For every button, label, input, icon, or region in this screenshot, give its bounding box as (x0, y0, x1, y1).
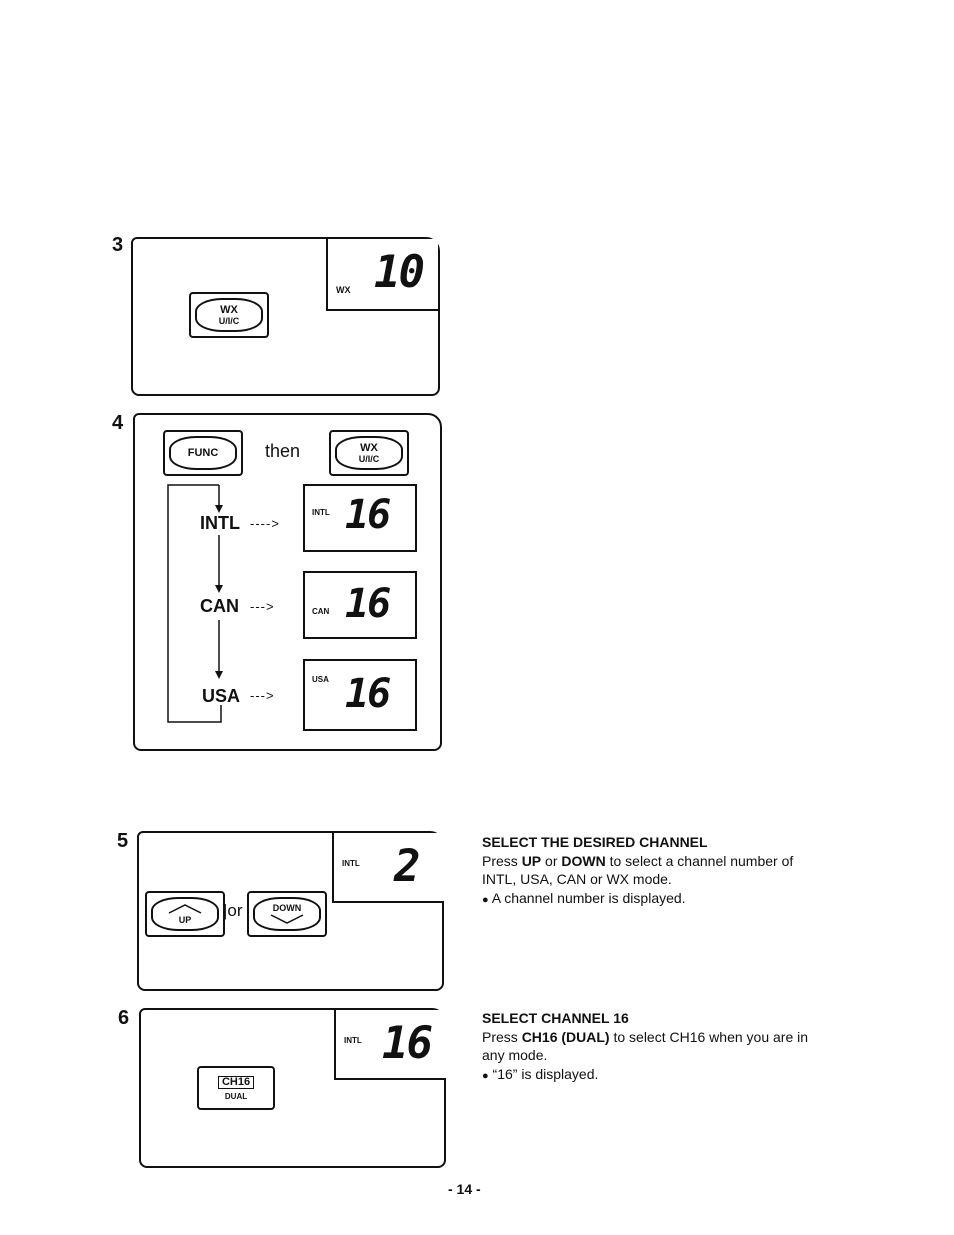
display-mode-label: WX (336, 285, 351, 295)
func-key-label: FUNC (187, 446, 219, 459)
step-5-number: 5 (117, 830, 129, 852)
down-button[interactable]: DOWN (247, 891, 327, 937)
step-5-instructions: SELECT THE DESIRED CHANNEL Press UP or D… (482, 833, 802, 909)
step-6-panel: INTL 16 CH16 DUAL (139, 1008, 446, 1168)
step-4-number: 4 (112, 412, 124, 434)
up-button[interactable]: UP (145, 891, 225, 937)
arrow-head-2 (215, 585, 223, 593)
flow-arrow-usa: ---> (250, 688, 275, 703)
arrow-head-3 (215, 671, 223, 679)
uic-key-label: U/I/C (358, 453, 380, 464)
chevron-up-icon (168, 904, 202, 914)
step-6-instructions: SELECT CHANNEL 16 Press CH16 (DUAL) to s… (482, 1009, 812, 1085)
section-heading: SELECT THE DESIRED CHANNEL (482, 834, 708, 850)
channel-digits: 16 (345, 671, 391, 717)
section-body: Press UP or DOWN to select a channel num… (482, 852, 794, 888)
bullet-icon: ● (482, 1069, 489, 1082)
func-button[interactable]: FUNC (163, 430, 243, 476)
then-label: then (265, 441, 301, 461)
loop-line (167, 484, 222, 723)
display-mode-label: CAN (312, 607, 330, 616)
wx-uic-button[interactable]: WX U/I/C (189, 292, 269, 338)
flow-label-usa: USA (202, 686, 241, 706)
section-heading: SELECT CHANNEL 16 (482, 1010, 629, 1026)
step-6-display: INTL 16 (334, 1010, 446, 1080)
channel-digits: 16 (345, 581, 391, 627)
wx-uic-button[interactable]: WX U/I/C (329, 430, 409, 476)
wx-key-label: WX (220, 303, 238, 316)
channel-digits: 16 (382, 1018, 433, 1069)
bullet-icon: ● (482, 893, 489, 906)
flow-arrow-intl: ----> (250, 516, 280, 531)
or-text: or (227, 901, 243, 920)
flow-arrow-can: ---> (250, 599, 275, 614)
step-5-display: INTL 2 (332, 833, 444, 903)
mode-cycle-diagram (167, 484, 223, 723)
page-number: - 14 - (448, 1181, 481, 1197)
uic-key-label: U/I/C (218, 315, 240, 326)
step-3-display: WX 10 (326, 239, 438, 311)
dual-key-label: DUAL (224, 1092, 248, 1101)
ch16-dual-button[interactable]: CH16 DUAL (197, 1066, 275, 1110)
chevron-down-icon (270, 914, 304, 924)
bullet-item: ● “16” is displayed. (482, 1065, 599, 1082)
display-can: CAN 16 (303, 571, 417, 639)
ch16-key-label: CH16 (217, 1076, 255, 1089)
or-label: |or (223, 901, 243, 920)
up-key-label: UP (178, 915, 192, 925)
wx-key-label: WX (360, 441, 378, 454)
step-4-panel: FUNC then WX U/I/C INTL ----> INTL 16 CA… (133, 413, 442, 751)
section-body: Press CH16 (DUAL) to select CH16 when yo… (482, 1028, 809, 1064)
flow-label-intl: INTL (200, 513, 240, 533)
step-6-number: 6 (118, 1007, 130, 1029)
step-3-number: 3 (112, 234, 124, 256)
down-key-label: DOWN (272, 903, 302, 913)
channel-digits: 16 (345, 492, 391, 538)
display-intl: INTL 16 (303, 484, 417, 552)
step-3-panel: WX 10 WX U/I/C (131, 237, 440, 396)
display-mode-label: INTL (312, 508, 330, 517)
channel-digits: 2 (394, 841, 420, 892)
display-usa: USA 16 (303, 659, 417, 731)
display-mode-label: USA (312, 675, 329, 684)
arrow-head-1 (215, 505, 223, 513)
bullet-item: ● A channel number is displayed. (482, 889, 686, 906)
display-mode-label: INTL (344, 1036, 362, 1045)
display-mode-label: INTL (342, 859, 360, 868)
flow-label-can: CAN (200, 596, 239, 616)
step-5-panel: INTL 2 UP |or DOWN (137, 831, 444, 991)
channel-digits: 10 (374, 247, 425, 298)
